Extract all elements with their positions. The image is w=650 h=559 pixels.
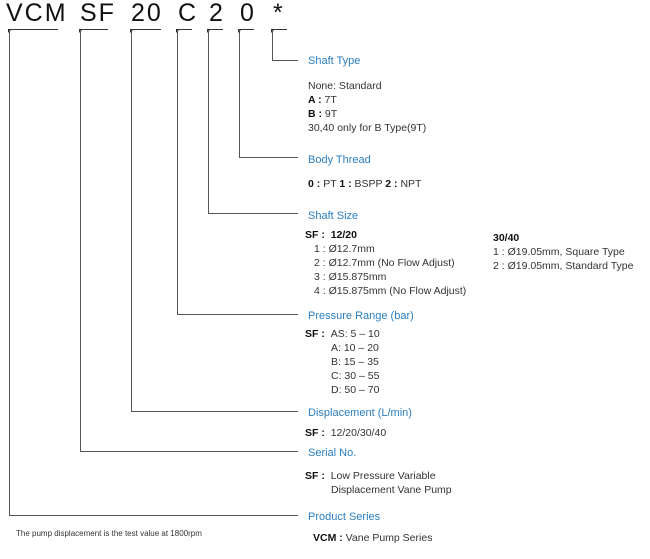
- shaft-size-group-2: 30/40: [493, 232, 520, 244]
- leader-vcm-h: [9, 515, 298, 516]
- tick-shaft: [238, 29, 242, 33]
- tick-thread: [207, 29, 211, 33]
- tick-star: [271, 29, 275, 33]
- shaft-type-line-b: B : 9T: [308, 108, 337, 121]
- product-series-desc: Vane Pump Series: [345, 532, 433, 544]
- shaft-type-key-a: A :: [308, 94, 322, 106]
- serial-no-prefix: SF :: [305, 470, 325, 482]
- leader-sf-h: [80, 451, 298, 452]
- pressure-range-item: C: 30 – 55: [331, 370, 380, 382]
- displacement-values: 12/20/30/40: [330, 427, 387, 439]
- underline-shaft: [238, 29, 254, 30]
- section-title-body-thread: Body Thread: [308, 154, 371, 166]
- shaft-size-item: 2 : Ø19.05mm, Standard Type: [493, 260, 634, 272]
- shaft-size-prefix: SF :: [305, 229, 325, 241]
- shaft-size-item: 2 : Ø12.7mm (No Flow Adjust): [314, 257, 455, 269]
- product-series-prefix: VCM :: [313, 532, 343, 544]
- pressure-range-prefix: SF :: [305, 328, 325, 340]
- section-title-serial-no: Serial No.: [308, 447, 357, 459]
- tick-pressure: [176, 29, 180, 33]
- pressure-range-item: A: 10 – 20: [331, 342, 379, 354]
- leader-sf-v: [80, 30, 81, 451]
- code-size: 20: [131, 0, 163, 27]
- underline-sf: [79, 29, 108, 30]
- shaft-type-note: 30,40 only for B Type(9T): [308, 122, 427, 134]
- body-thread-value-0: PT: [323, 178, 337, 190]
- section-title-shaft-size: Shaft Size: [308, 210, 359, 222]
- shaft-size-item: 3 : Ø15.875mm: [314, 271, 387, 283]
- underline-vcm: [8, 29, 58, 30]
- leader-pressure-h: [177, 314, 298, 315]
- tick-vcm: [8, 29, 12, 33]
- leader-shaft-h: [239, 157, 298, 158]
- pressure-range-item: B: 15 – 35: [331, 356, 379, 368]
- leader-pressure-v: [177, 30, 178, 314]
- section-title-pressure-range: Pressure Range (bar): [308, 310, 414, 322]
- leader-star-v: [272, 30, 273, 60]
- displacement-prefix: SF :: [305, 427, 325, 439]
- shaft-type-line-a: A : 7T: [308, 94, 337, 107]
- shaft-type-line-none: None: Standard: [308, 80, 382, 92]
- body-thread-options: 0 : PT 1 : BSPP 2 : NPT: [308, 178, 421, 191]
- shaft-type-key-b: B :: [308, 108, 322, 120]
- code-sf: SF: [80, 0, 116, 27]
- product-series-value: VCM : Vane Pump Series: [313, 532, 432, 545]
- code-thread: 2: [209, 0, 225, 27]
- leader-shaft-v: [239, 30, 240, 157]
- shaft-type-value-b: 9T: [324, 108, 338, 120]
- body-thread-key-1: 1 :: [339, 178, 352, 190]
- code-vcm: VCM: [6, 0, 68, 27]
- underline-star: [271, 29, 287, 30]
- pressure-range-first: SF : AS: 5 – 10: [305, 328, 380, 341]
- serial-no-line-2: Displacement Vane Pump: [331, 484, 452, 496]
- underline-pressure: [176, 29, 192, 30]
- code-pressure: C: [178, 0, 199, 27]
- shaft-size-item: 1 : Ø12.7mm: [314, 243, 375, 255]
- shaft-size-item: 4 : Ø15.875mm (No Flow Adjust): [314, 285, 467, 297]
- tick-size: [130, 29, 134, 33]
- shaft-size-header-1: SF : 12/20: [305, 229, 357, 242]
- pressure-range-item: AS: 5 – 10: [330, 328, 380, 340]
- serial-no-desc-1: Low Pressure Variable: [330, 470, 436, 482]
- body-thread-value-2: NPT: [400, 178, 422, 190]
- section-title-displacement: Displacement (L/min): [308, 407, 412, 419]
- underline-size: [130, 29, 161, 30]
- leader-size-h: [131, 411, 298, 412]
- shaft-size-item: 1 : Ø19.05mm, Square Type: [493, 246, 625, 258]
- leader-size-v: [131, 30, 132, 411]
- leader-thread-h: [208, 213, 298, 214]
- code-star: *: [273, 0, 285, 27]
- displacement-value: SF : 12/20/30/40: [305, 427, 386, 440]
- underline-thread: [207, 29, 223, 30]
- shaft-type-value-a: 7T: [324, 94, 337, 106]
- tick-sf: [79, 29, 83, 33]
- leader-vcm-v: [9, 30, 10, 515]
- serial-no-line-1: SF : Low Pressure Variable: [305, 470, 436, 483]
- section-title-product-series: Product Series: [308, 511, 381, 523]
- leader-thread-v: [208, 30, 209, 213]
- footnote: The pump displacement is the test value …: [16, 529, 202, 538]
- code-shaft: 0: [240, 0, 256, 27]
- body-thread-key-0: 0 :: [308, 178, 321, 190]
- shaft-size-group-1: 12/20: [330, 229, 357, 241]
- leader-star-h: [272, 60, 298, 61]
- pressure-range-item: D: 50 – 70: [331, 384, 380, 396]
- body-thread-value-1: BSPP: [354, 178, 383, 190]
- section-title-shaft-type: Shaft Type: [308, 55, 361, 67]
- body-thread-key-2: 2 :: [385, 178, 398, 190]
